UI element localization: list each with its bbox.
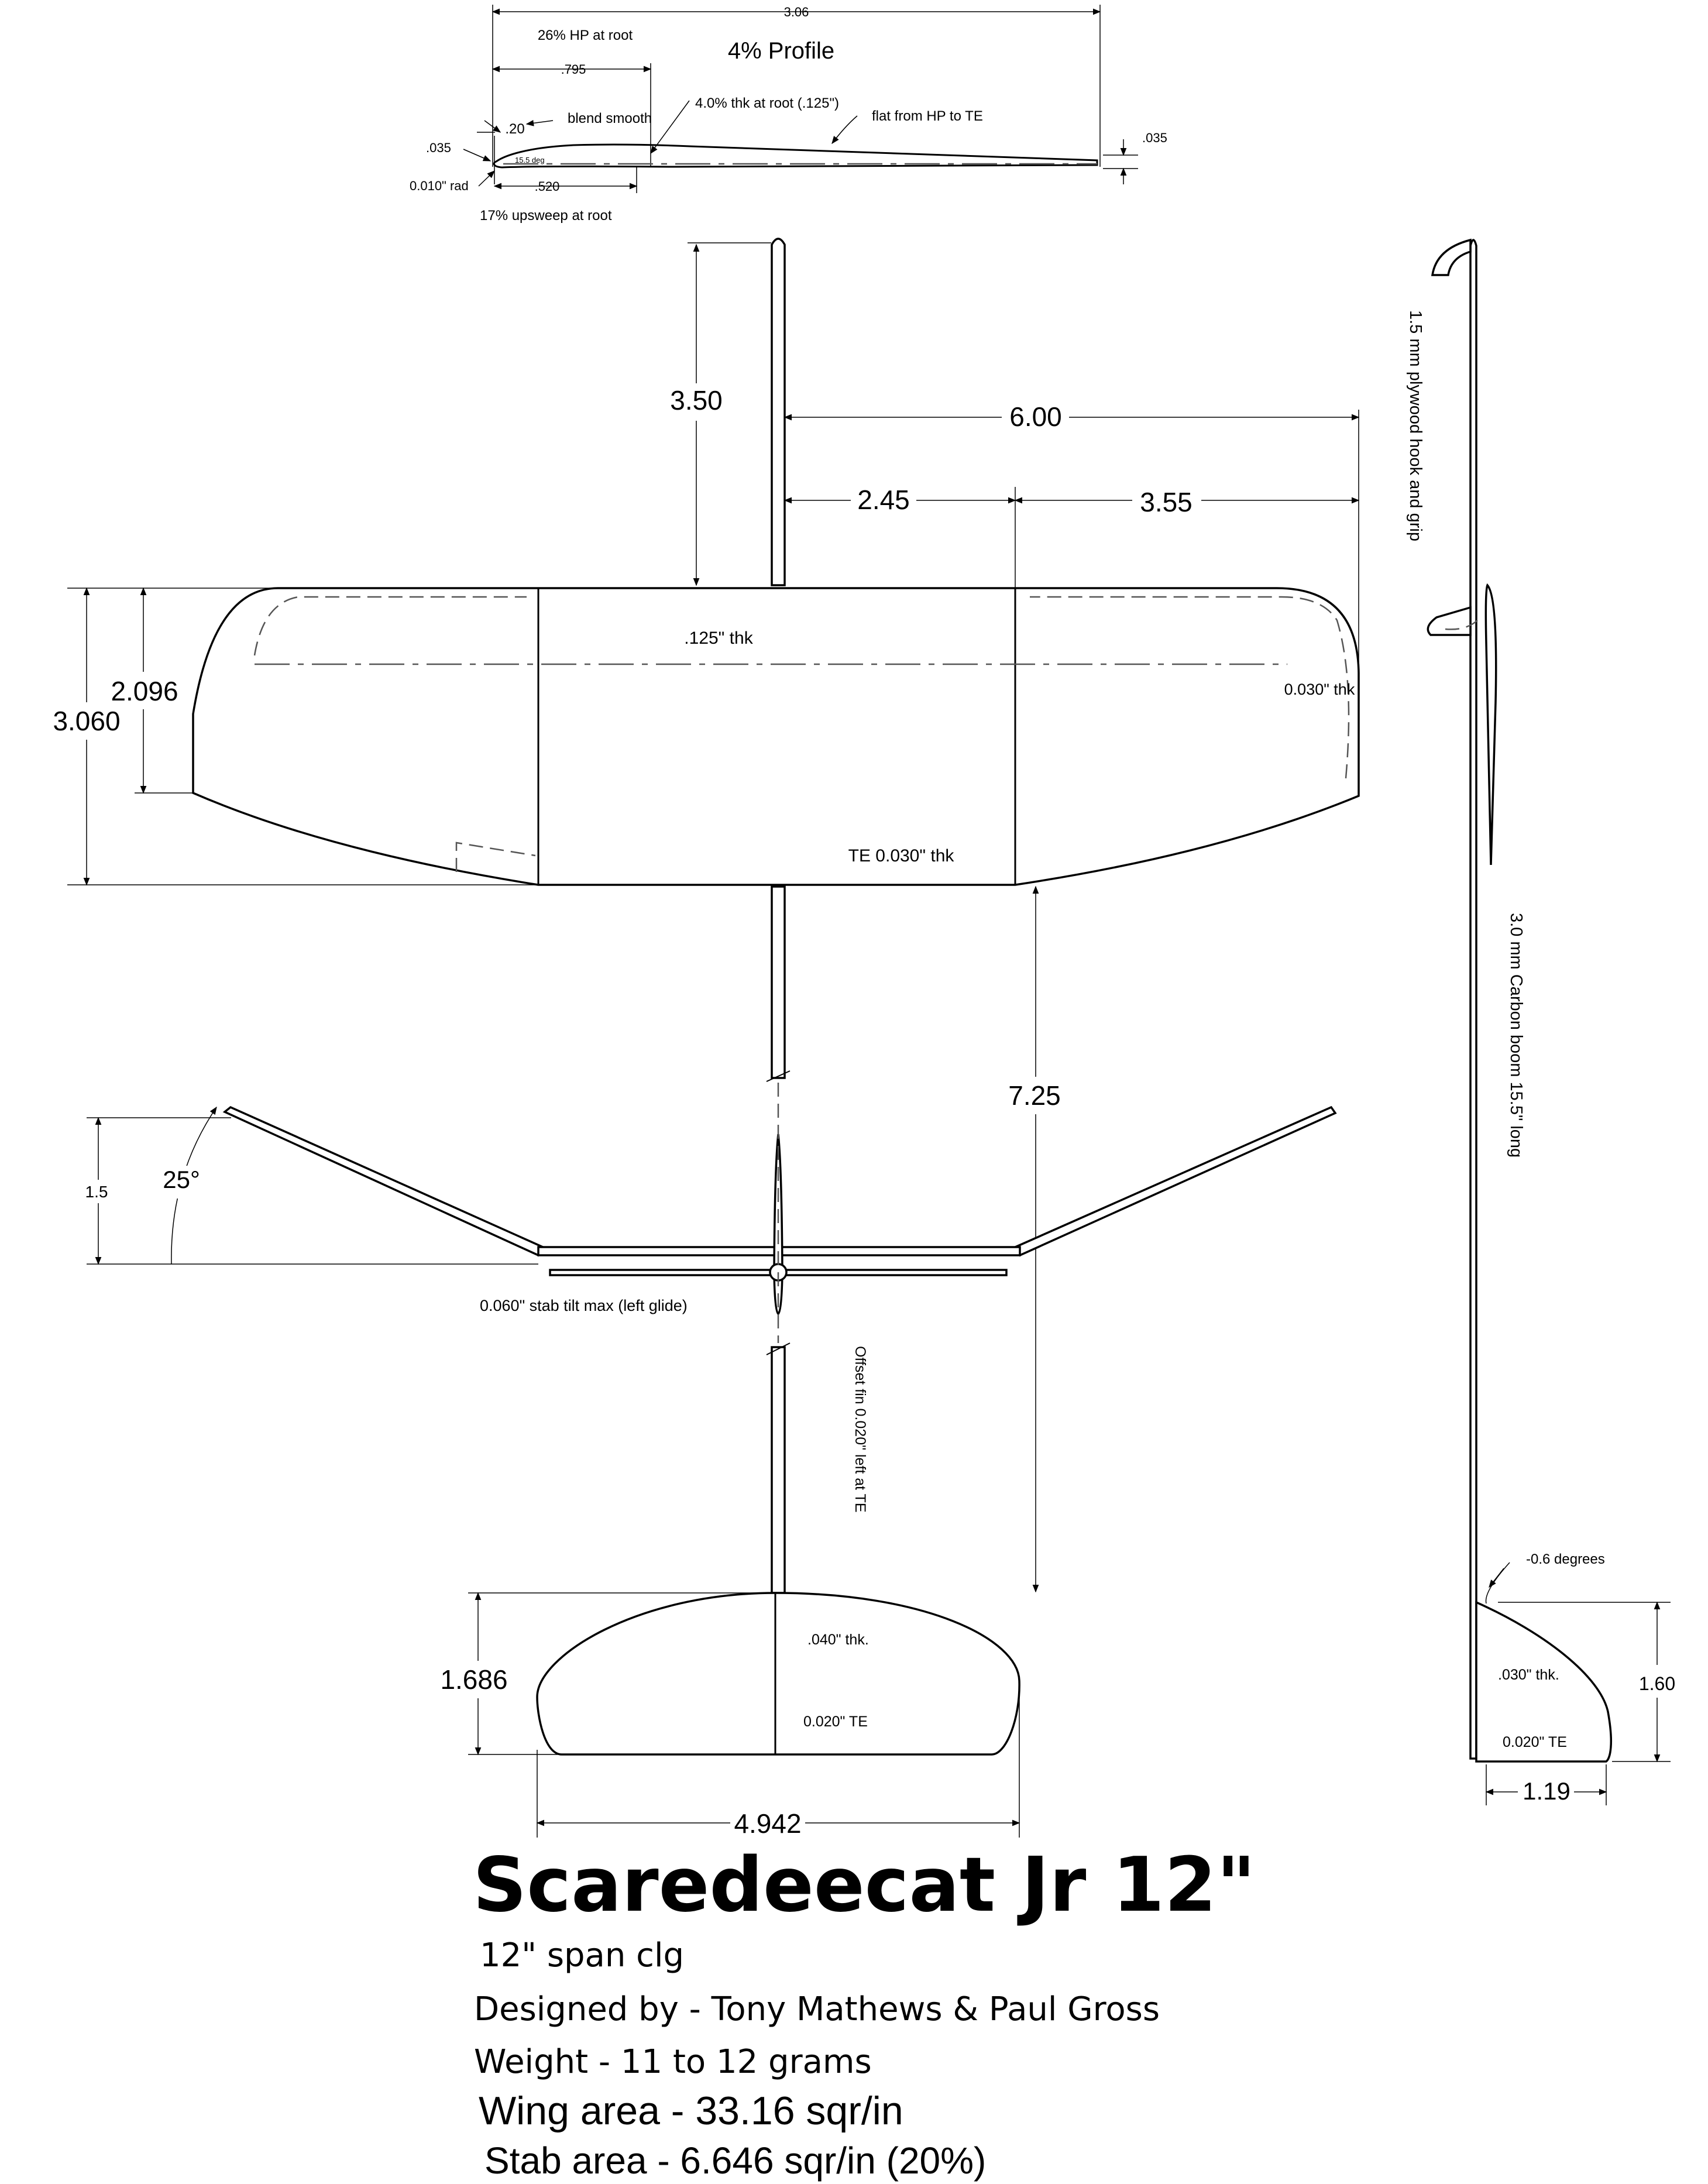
profile-upsweep-note: 17% upsweep at root (480, 208, 612, 224)
spec-stab-area: Stab area - 6.646 sqr/in (20%) (484, 2140, 986, 2182)
fin-angle-note: -0.6 degrees (1526, 1551, 1605, 1567)
stab-tilt-note: 0.060" stab tilt max (left glide) (480, 1297, 688, 1314)
tip-chord-dimension: 2.096 (111, 676, 178, 706)
fin-height-dimension: 1.60 (1639, 1673, 1675, 1694)
stabilizer-planform (536, 1592, 1020, 1756)
front-wing-left-panel (222, 1105, 545, 1257)
profile-high-point-dimension: .795 (561, 62, 586, 77)
wing-top-view: 3.50 6.00 2.45 3.55 3.060 2.096 .125 (46, 238, 1360, 1593)
wing-center-thickness: .125" thk (684, 629, 753, 648)
wing-planform (192, 587, 1360, 886)
profile-blend-dimension: .20 (505, 121, 524, 137)
side-pylon (1427, 606, 1472, 636)
stab-chord-dimension: 1.686 (440, 1664, 507, 1695)
wing-tip-thickness: 0.030" thk (1284, 681, 1355, 698)
side-boom (1469, 239, 1477, 1760)
tip-panel-dimension: 3.55 (1140, 487, 1192, 517)
side-fin (1475, 1601, 1613, 1763)
profile-le-thickness: .035 (426, 140, 451, 155)
root-chord-dimension: 3.060 (53, 706, 120, 736)
profile-chord-dimension: 3.06 (784, 5, 809, 19)
stab-span-dimension: 4.942 (734, 1808, 801, 1839)
hook-note: 1.5 mm plywood hook and grip (1406, 310, 1425, 541)
wing-te-thickness: TE 0.030" thk (848, 846, 955, 866)
fuselage-boom-mid (771, 885, 786, 1079)
spec-span: 12" span clg (480, 1936, 684, 1974)
stab-te-thickness: 0.020" TE (803, 1713, 868, 1730)
airfoil-profile-section: 3.06 26% HP at root 4% Profile .795 .20 … (410, 5, 1167, 224)
dihedral-angle: 25° (163, 1166, 200, 1193)
front-fin (773, 1134, 783, 1316)
fin-thickness: .030" thk. (1498, 1667, 1559, 1683)
spec-designers: Designed by - Tony Mathews & Paul Gross (474, 1990, 1160, 2028)
half-span-dimension: 6.00 (1009, 401, 1062, 432)
fuselage-nose (771, 238, 786, 586)
fin-offset-note: Offset fin 0.020" left at TE (852, 1346, 868, 1513)
profile-te-thickness: .035 (1142, 131, 1167, 145)
front-wing-right-panel (1013, 1105, 1337, 1257)
stabilizer-top-view: Offset fin 0.020" left at TE 1.686 4.942… (433, 1342, 1020, 1840)
airfoil-profile-outline (493, 143, 1098, 169)
side-view: 1.5 mm plywood hook and grip 3.0 mm Carb… (1406, 238, 1683, 1808)
profile-sweep-angle: 15.5 deg (515, 156, 545, 164)
profile-le-radius: 0.010" rad (410, 178, 469, 193)
profile-thickness-note: 4.0% thk at root (.125") (695, 95, 839, 111)
profile-blend-note: blend smooth (568, 111, 652, 126)
profile-upsweep-dimension: .520 (535, 179, 560, 194)
profile-title: 4% Profile (728, 38, 834, 64)
side-wing-section (1484, 583, 1497, 866)
hook-and-grip (1431, 238, 1472, 276)
spec-weight: Weight - 11 to 12 grams (474, 2043, 872, 2081)
front-view: 1.5 25° 0.060" stab tilt max (left glide… (79, 1083, 1337, 1343)
boom-note: 3.0 mm Carbon boom 15.5" long (1507, 913, 1525, 1158)
tail-moment-dimension: 7.25 (1008, 1080, 1061, 1111)
fuselage-boom-aft (771, 1346, 786, 1594)
stab-le-thickness: .040" thk. (807, 1632, 869, 1648)
plan-title: Scaredeecat Jr 12" (473, 1842, 1256, 1929)
center-panel-dimension: 2.45 (857, 485, 910, 515)
profile-flat-note: flat from HP to TE (872, 108, 983, 124)
title-block: Scaredeecat Jr 12" 12" span clg Designed… (473, 1842, 1256, 2182)
fin-chord-dimension: 1.19 (1523, 1777, 1570, 1805)
dihedral-height-dimension: 1.5 (85, 1183, 108, 1201)
fin-te-thickness: 0.020" TE (1503, 1734, 1567, 1750)
nose-length-dimension: 3.50 (670, 385, 723, 415)
spec-wing-area: Wing area - 33.16 sqr/in (479, 2089, 903, 2133)
profile-high-point-note: 26% HP at root (538, 28, 633, 43)
